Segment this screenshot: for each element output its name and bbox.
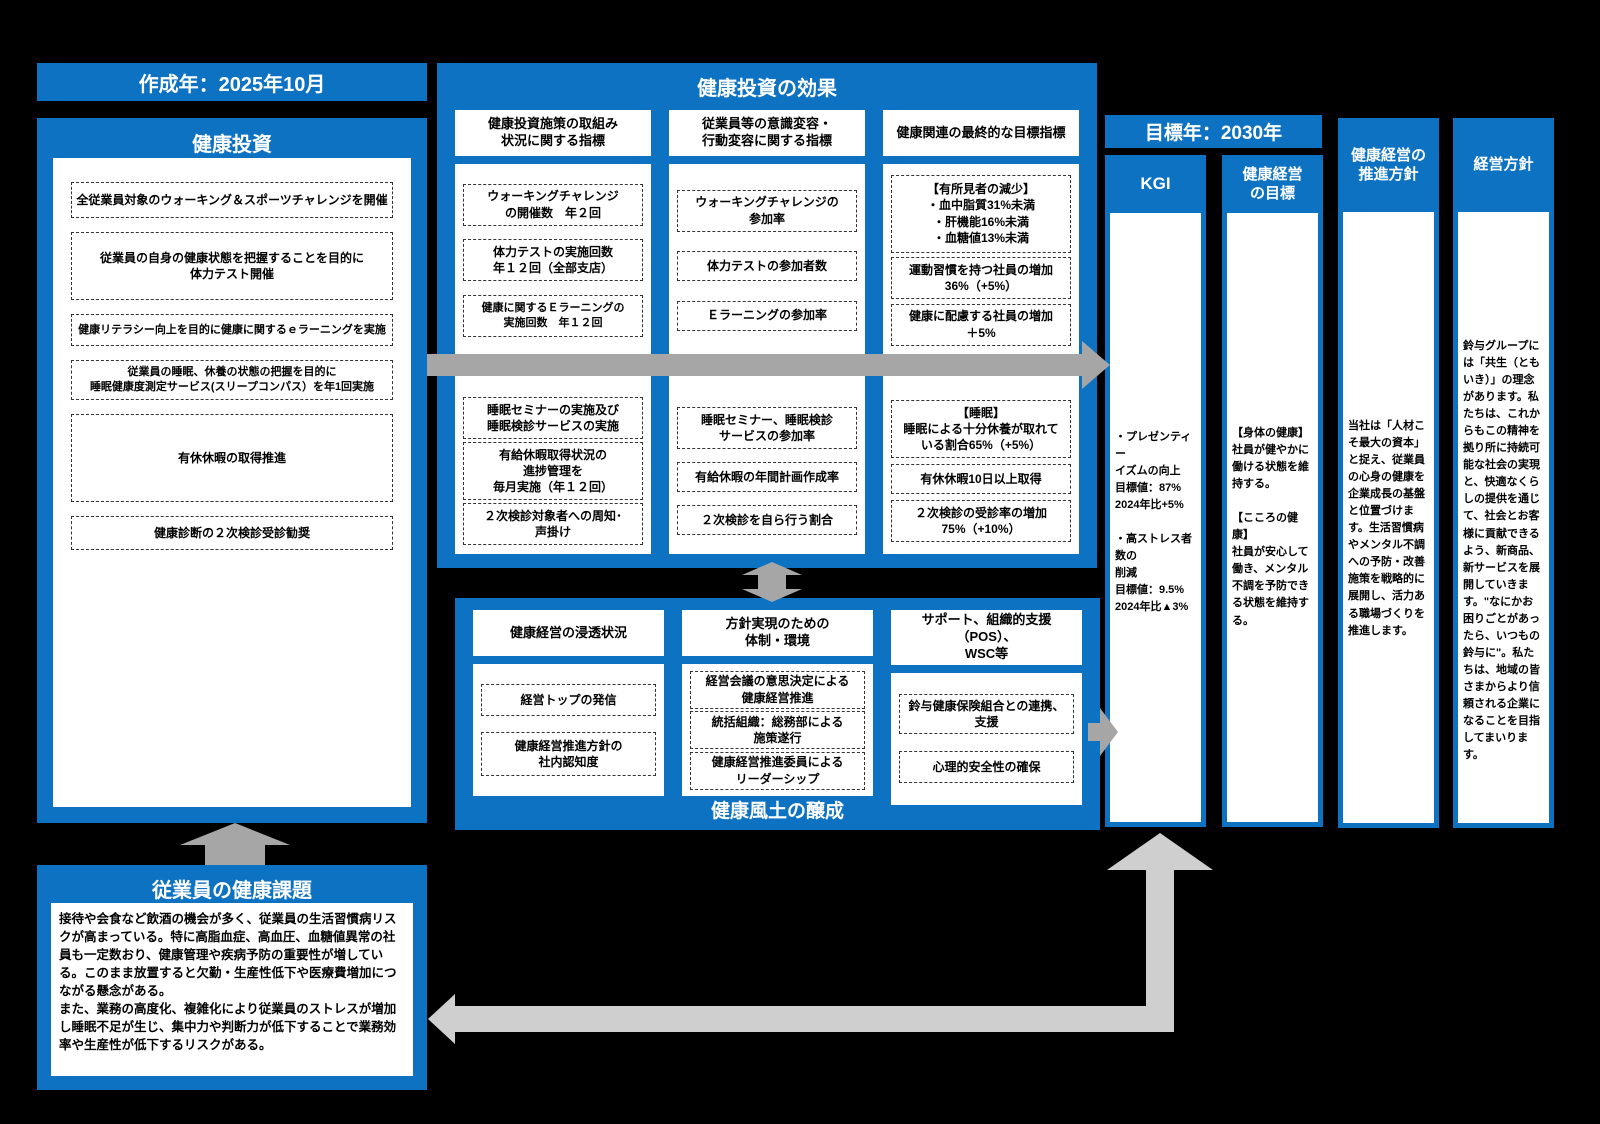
kgi-column: KGI ・プレゼンティー イズムの向上 目標値：87% 2024年比+5% ・高…: [1105, 155, 1206, 827]
kgi-header: KGI: [1140, 173, 1171, 193]
culture-title: 健康風土の醸成: [710, 801, 844, 822]
upper-group: 【有所見者の減少】 ・血中脂質31%未満 ・肝機能16%未満 ・血糖値13%未満…: [891, 170, 1071, 350]
effect-item: 有給休暇取得状況の 進捗管理を 毎月実施（年１２回）: [463, 442, 643, 500]
target-year-bar: 目標年：2030年: [1105, 115, 1322, 148]
effects-column-initiatives: 健康投資施策の取組み 状況に関する指標 ウォーキングチャレンジ の開催数 年２回…: [455, 110, 651, 554]
promotion-policy-body: 当社は「人材こそ最大の資本」と捉え、従業員の心身の健康を企業成長の基盤と位置づけ…: [1343, 212, 1434, 823]
health-goal-header: 健康経営 の目標: [1242, 165, 1303, 203]
up-arrow-issues-to-investment: [180, 823, 290, 865]
effect-item: ２次検診を自ら行う割合: [677, 505, 857, 535]
investment-panel: 健康投資 全従業員対象のウォーキング＆スポーツチャレンジを開催 従業員の自身の健…: [37, 118, 427, 823]
created-year-header: 作成年：2025年10月: [37, 63, 427, 101]
culture-item: 鈴与健康保険組合との連携、 支援: [899, 694, 1074, 734]
lower-group: 【睡眠】 睡眠による十分休養が取れて いる割合65%（+5%） 有休休暇10日以…: [891, 394, 1071, 548]
investment-item: 従業員の自身の健康状態を把握することを目的に 体力テスト開催: [71, 232, 393, 300]
effect-item: ２次検診の受診率の増加 75%（+10%）: [891, 500, 1071, 542]
effects-column-final-targets: 健康関連の最終的な目標指標 【有所見者の減少】 ・血中脂質31%未満 ・肝機能1…: [883, 110, 1079, 554]
effects-columns: 健康投資施策の取組み 状況に関する指標 ウォーキングチャレンジ の開催数 年２回…: [455, 110, 1079, 554]
column-body: 経営会議の意思決定による 健康経営推進 統括組織：総務部による 施策遂行 健康経…: [682, 664, 873, 796]
culture-item: 経営トップの発信: [481, 684, 656, 716]
investment-item: 有休休暇の取得推進: [71, 414, 393, 502]
column-header: 健康投資施策の取組み 状況に関する指標: [455, 110, 651, 156]
effect-item: 【睡眠】 睡眠による十分休養が取れて いる割合65%（+5%）: [891, 400, 1071, 458]
kgi-body: ・プレゼンティー イズムの向上 目標値：87% 2024年比+5% ・高ストレス…: [1110, 213, 1201, 822]
target-year-label: 目標年：2030年: [1144, 123, 1283, 144]
effect-item: Ｅラーニングの参加率: [677, 300, 857, 331]
promotion-policy-text: 当社は「人材こそ最大の資本」と捉え、従業員の心身の健康を企業成長の基盤と位置づけ…: [1348, 420, 1425, 637]
culture-item: 健康経営推進方針の 社内認知度: [481, 732, 656, 776]
effect-item: 睡眠セミナー、睡眠検診 サービスの参加率: [677, 407, 857, 449]
health-goal-column: 健康経営 の目標 【身体の健康】 社員が健やかに働ける状態を維持する。 【こころ…: [1222, 155, 1323, 827]
column-body: 経営トップの発信 健康経営推進方針の 社内認知度: [473, 664, 664, 796]
issues-title: 従業員の健康課題: [152, 880, 312, 902]
column-body: 鈴与健康保険組合との連携、 支援 心理的安全性の確保: [891, 672, 1082, 805]
column-header: 健康経営の浸透状況: [473, 610, 664, 656]
column-header: サポート、組織的支援（POS）、 WSC等: [891, 610, 1082, 665]
investment-item: 従業員の睡眠、休養の状態の把握を目的に 睡眠健康度測定サービス(スリープコンパス…: [71, 360, 393, 400]
effect-item: ウォーキングチャレンジ の開催数 年２回: [463, 183, 643, 226]
effect-item: 有休休暇10日以上取得: [891, 464, 1071, 494]
culture-item: 経営会議の意思決定による 健康経営推進: [690, 670, 865, 709]
elbow-arrow-issues-goals: [428, 833, 1213, 1044]
effect-item: 体力テストの実施回数 年１２回（全部支店）: [463, 239, 643, 281]
promotion-policy-header: 健康経営の 推進方針: [1350, 146, 1426, 184]
kgi-text: ・プレゼンティー イズムの向上 目標値：87% 2024年比+5% ・高ストレス…: [1115, 431, 1192, 614]
created-year-label: 作成年：2025年10月: [138, 73, 326, 96]
effect-item: 健康に配慮する社員の増加 ＋5%: [891, 303, 1071, 346]
management-policy-text: 鈴与グループには「共生（ともいき）」の理念があります。私たちは、これからもこの精…: [1463, 340, 1540, 762]
double-arrow-effects-culture: [742, 562, 802, 602]
effects-panel: 健康投資の効果 健康投資施策の取組み 状況に関する指標 ウォーキングチャレンジ …: [437, 63, 1097, 568]
culture-item: 心理的安全性の確保: [899, 751, 1074, 784]
management-policy-header: 経営方針: [1473, 156, 1534, 174]
issues-body: 接待や会食など飲酒の機会が多く、従業員の生活習慣病リスクが高まっている。特に高脂…: [51, 903, 413, 1076]
management-policy-column: 経営方針 鈴与グループには「共生（ともいき）」の理念があります。私たちは、これか…: [1453, 118, 1554, 828]
culture-item: 健康経営推進委員による リーダーシップ: [690, 751, 865, 790]
culture-column-penetration: 健康経営の浸透状況 経営トップの発信 健康経営推進方針の 社内認知度: [473, 610, 664, 805]
health-goal-body: 【身体の健康】 社員が健やかに働ける状態を維持する。 【こころの健康】 社員が安…: [1227, 213, 1318, 822]
investment-body: 全従業員対象のウォーキング＆スポーツチャレンジを開催 従業員の自身の健康状態を把…: [53, 158, 411, 807]
issues-text: 接待や会食など飲酒の機会が多く、従業員の生活習慣病リスクが高まっている。特に高脂…: [59, 912, 397, 1052]
investment-title: 健康投資: [192, 134, 272, 156]
effect-item: 有給休暇の年間計画作成率: [677, 462, 857, 492]
culture-columns: 健康経営の浸透状況 経営トップの発信 健康経営推進方針の 社内認知度 方針実現の…: [473, 610, 1082, 805]
right-arrow-investment-to-goals: [427, 341, 1110, 389]
effect-item: ウォーキングチャレンジの 参加率: [677, 189, 857, 232]
right-arrow-culture-to-kgi: [1088, 708, 1118, 756]
investment-item: 健康リテラシー向上を目的に健康に関するｅラーニングを実施: [71, 314, 393, 346]
health-goal-text: 【身体の健康】 社員が健やかに働ける状態を維持する。 【こころの健康】 社員が安…: [1232, 427, 1309, 627]
investment-item: 健康診断の２次検診受診勧奨: [71, 516, 393, 550]
effect-item: 健康に関するＥラーニングの 実施回数 年１２回: [463, 294, 643, 337]
culture-column-support: サポート、組織的支援（POS）、 WSC等 鈴与健康保険組合との連携、 支援 心…: [891, 610, 1082, 805]
effect-item: 体力テストの参加者数: [677, 251, 857, 281]
effect-item: 運動習慣を持つ社員の増加 36%（+5%）: [891, 257, 1071, 299]
effect-item: 【有所見者の減少】 ・血中脂質31%未満 ・肝機能16%未満 ・血糖値13%未満: [891, 174, 1071, 253]
issues-panel: 従業員の健康課題 接待や会食など飲酒の機会が多く、従業員の生活習慣病リスクが高ま…: [37, 865, 427, 1090]
upper-group: ウォーキングチャレンジの 参加率 体力テストの参加者数 Ｅラーニングの参加率: [677, 170, 857, 350]
effects-title: 健康投資の効果: [697, 78, 837, 100]
column-header: 従業員等の意識変容・ 行動変容に関する指標: [669, 110, 865, 156]
effect-item: ２次検診対象者への周知･ 声掛け: [463, 503, 643, 545]
lower-group: 睡眠セミナーの実施及び 睡眠検診サービスの実施 有給休暇取得状況の 進捗管理を …: [463, 394, 643, 548]
investment-item: 全従業員対象のウォーキング＆スポーツチャレンジを開催: [71, 182, 393, 218]
column-header: 方針実現のための 体制・環境: [682, 610, 873, 656]
culture-panel: 健康経営の浸透状況 経営トップの発信 健康経営推進方針の 社内認知度 方針実現の…: [455, 598, 1100, 830]
column-body: ウォーキングチャレンジ の開催数 年２回 体力テストの実施回数 年１２回（全部支…: [455, 164, 651, 554]
management-policy-body: 鈴与グループには「共生（ともいき）」の理念があります。私たちは、これからもこの精…: [1458, 212, 1549, 823]
effect-item: 睡眠セミナーの実施及び 睡眠検診サービスの実施: [463, 397, 643, 439]
upper-group: ウォーキングチャレンジ の開催数 年２回 体力テストの実施回数 年１２回（全部支…: [463, 170, 643, 350]
effects-column-behavior: 従業員等の意識変容・ 行動変容に関する指標 ウォーキングチャレンジの 参加率 体…: [669, 110, 865, 554]
lower-group: 睡眠セミナー、睡眠検診 サービスの参加率 有給休暇の年間計画作成率 ２次検診を自…: [677, 394, 857, 548]
promotion-policy-column: 健康経営の 推進方針 当社は「人材こそ最大の資本」と捉え、従業員の心身の健康を企…: [1338, 118, 1439, 828]
column-header: 健康関連の最終的な目標指標: [883, 110, 1079, 156]
culture-column-structure: 方針実現のための 体制・環境 経営会議の意思決定による 健康経営推進 統括組織：…: [682, 610, 873, 805]
culture-item: 統括組織：総務部による 施策遂行: [690, 711, 865, 749]
